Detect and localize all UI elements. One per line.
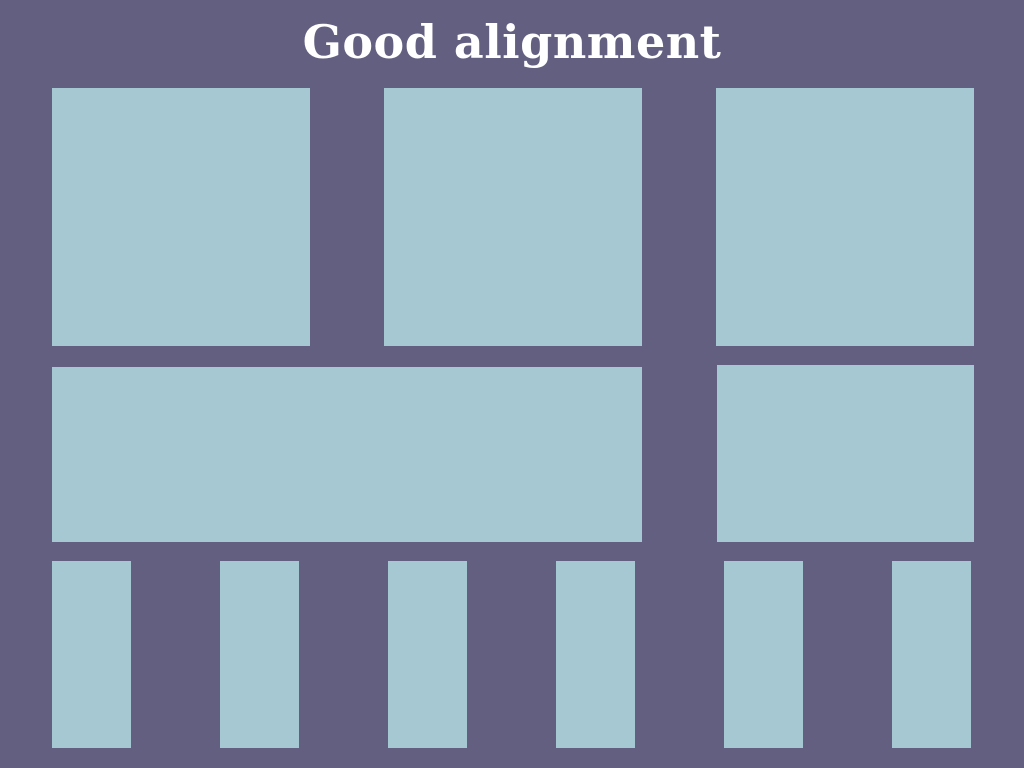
box-row3-6 [892, 561, 971, 748]
slide-title: Good alignment [302, 15, 722, 69]
box-row3-2 [220, 561, 299, 748]
box-row2-wide [52, 367, 642, 542]
box-row2-right [717, 365, 974, 542]
box-row1-left [52, 88, 310, 346]
box-row3-1 [52, 561, 131, 748]
box-row1-center [384, 88, 642, 346]
box-row1-right [716, 88, 974, 346]
box-row3-4 [556, 561, 635, 748]
box-row3-3 [388, 561, 467, 748]
box-row3-5 [724, 561, 803, 748]
